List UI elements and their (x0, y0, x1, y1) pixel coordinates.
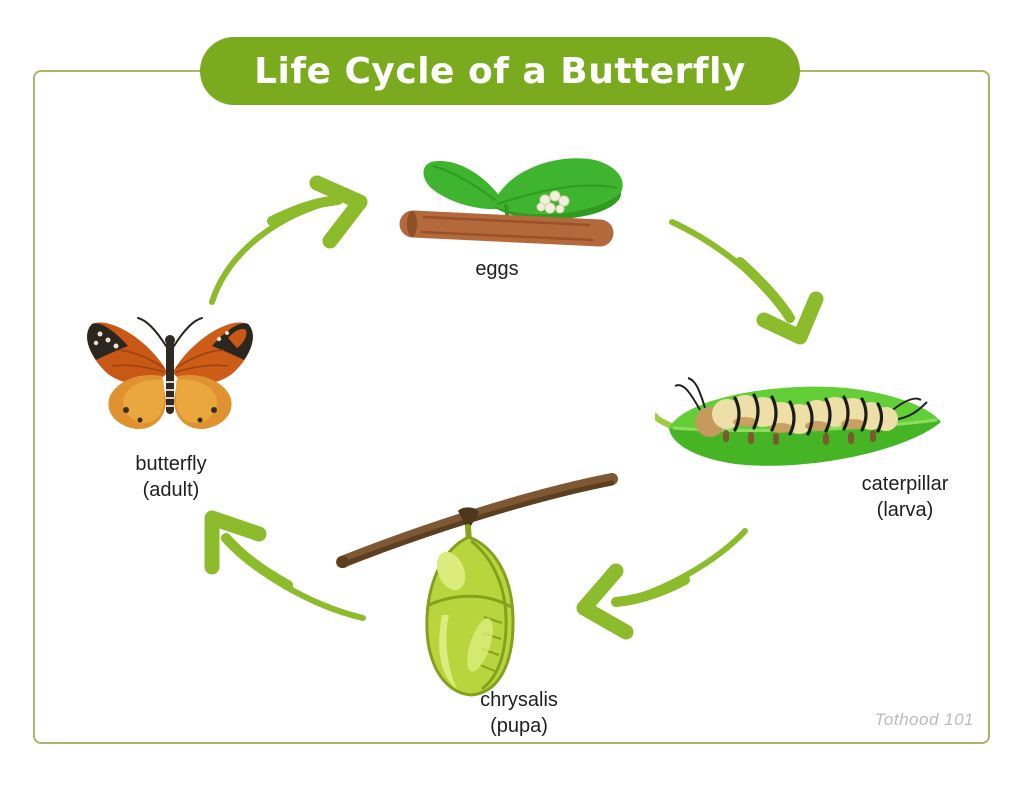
watermark: Tothood 101 (874, 710, 974, 729)
label-eggs: eggs (475, 256, 518, 282)
leaf-stem (655, 413, 674, 429)
page-title: Life Cycle of a Butterfly (254, 50, 746, 92)
caterpillar-on-leaf-illustration (655, 377, 941, 466)
eggs-on-branch-illustration (399, 158, 623, 247)
butterfly-illustration (87, 317, 253, 430)
stage-name-chrysalis: chrysalis (480, 689, 558, 711)
antennae (137, 317, 203, 347)
arrow-butterfly-to-eggs-icon (209, 175, 368, 305)
label-caterpillar: caterpillar (larva) (862, 471, 949, 523)
stage-subname-caterpillar: (larva) (876, 499, 934, 521)
arrow-eggs-to-caterpillar-icon (669, 219, 824, 345)
label-chrysalis: chrysalis (pupa) (480, 687, 558, 739)
right-hindwing (174, 374, 232, 430)
label-butterfly: butterfly (adult) (135, 451, 206, 503)
stage-subname-butterfly: (adult) (142, 479, 200, 501)
caterpillar (674, 377, 928, 445)
left-hindwing (108, 374, 166, 430)
stage-name-eggs: eggs (475, 258, 519, 280)
leaf-right (493, 158, 623, 220)
body (165, 335, 175, 414)
branch (336, 473, 618, 568)
left-forewing (87, 322, 166, 384)
stage-name-caterpillar: caterpillar (861, 473, 949, 495)
chrysalis-pod (425, 524, 515, 697)
right-forewing (174, 322, 253, 384)
egg-cluster (536, 190, 570, 214)
chrysalis-on-branch-illustration (336, 473, 618, 697)
branch (399, 210, 614, 247)
arrow-caterpillar-to-chrysalis-icon (576, 528, 748, 640)
arrow-chrysalis-to-butterfly-icon (204, 510, 366, 621)
stage-name-butterfly: butterfly (135, 453, 207, 475)
stage-subname-chrysalis: (pupa) (490, 715, 548, 737)
title-banner: Life Cycle of a Butterfly (200, 37, 800, 105)
